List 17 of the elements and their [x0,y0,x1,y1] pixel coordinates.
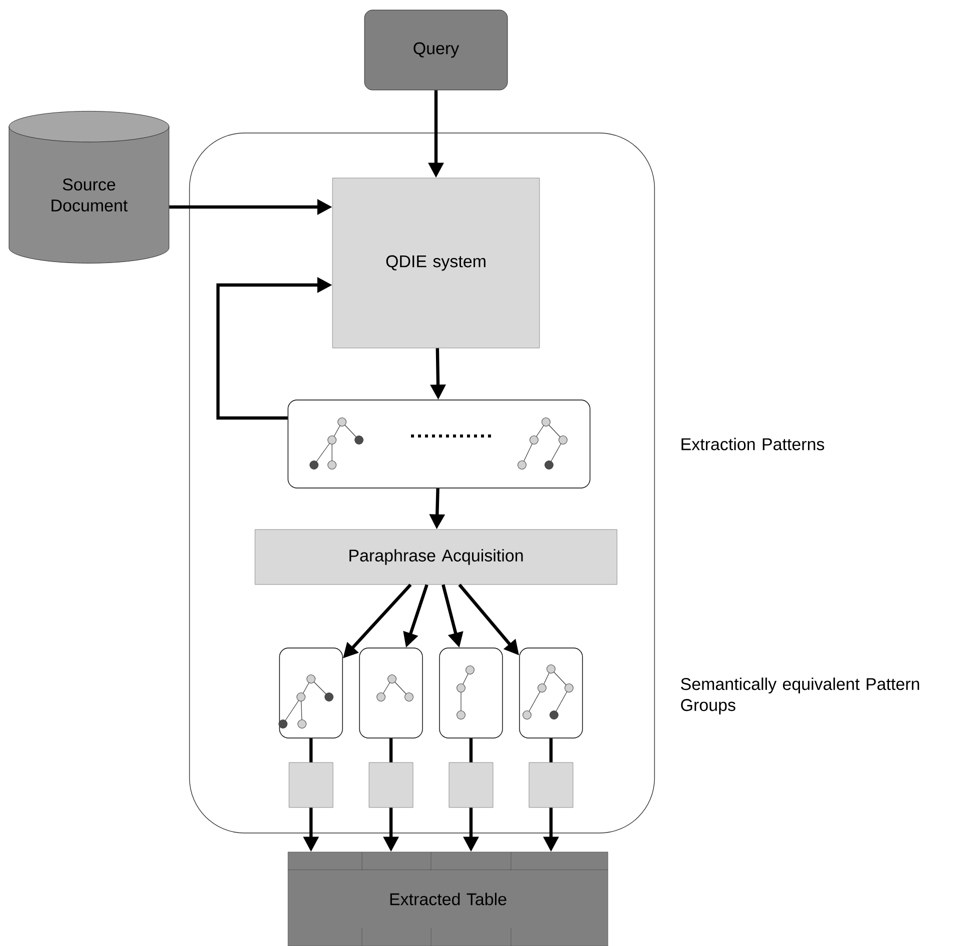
process-box [288,762,334,808]
process-box: Paraphrase Acquisition [254,529,618,585]
process-box [448,762,494,808]
table-box: Extracted Table [288,852,608,946]
pattern-box [439,648,503,738]
process-box [368,762,414,808]
pattern-box [279,648,343,738]
database-cylinder: Source Document [8,111,170,264]
side-label: Semantically equivalent Pattern Groups [680,678,920,714]
query-box: Query [364,10,508,90]
system-frame [189,132,655,834]
process-box: QDIE system [332,178,540,348]
pattern-box [519,648,583,738]
pattern-box [288,400,590,488]
pattern-box [359,648,423,738]
process-box [528,762,574,808]
side-label: Extraction Patterns [682,438,824,450]
